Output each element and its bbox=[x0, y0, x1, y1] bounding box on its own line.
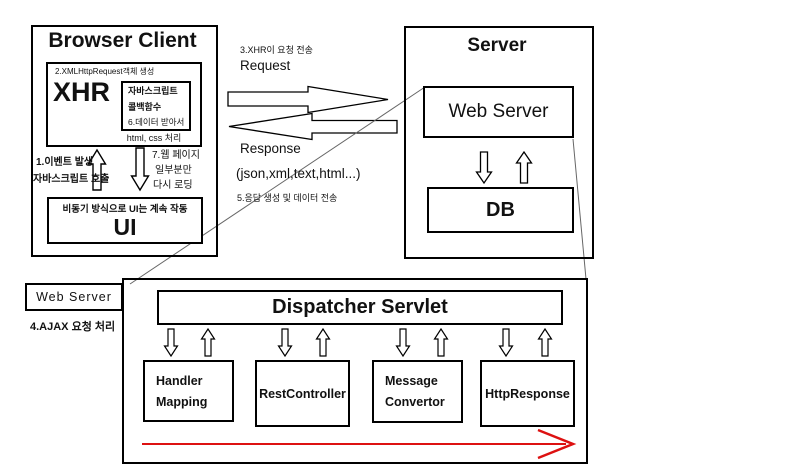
reload-note-line1: 7.웹 페이지 bbox=[152, 150, 200, 161]
request-step-note: 3.XHR이 요청 전송 bbox=[240, 45, 313, 55]
web-server-tag-box: Web Server bbox=[25, 283, 123, 311]
message-convertor-box: Message Convertor bbox=[372, 360, 463, 423]
response-formats: (json,xml,text,html...) bbox=[236, 166, 361, 181]
browser-client-panel bbox=[31, 25, 218, 257]
ui-box: 비동기 방식으로 UI는 계속 작동 UI bbox=[47, 197, 203, 244]
callout-line-left bbox=[129, 86, 426, 285]
callback-line: 콜백함수 bbox=[128, 102, 162, 112]
flow-arrow-head-icon bbox=[537, 428, 577, 460]
request-arrow-icon bbox=[227, 85, 389, 114]
rest-controller-box: RestController bbox=[255, 360, 350, 427]
component-label-line: RestController bbox=[259, 386, 346, 401]
up-arrow-icon bbox=[433, 327, 449, 357]
callback-line: 6.데이터 받아서 bbox=[128, 117, 185, 127]
ui-async-note: 비동기 방식으로 UI는 계속 작동 bbox=[62, 204, 188, 216]
event-note-line1: 1.이벤트 발생 bbox=[36, 157, 94, 168]
servlet-panel bbox=[122, 278, 588, 464]
http-response-box: HttpResponse bbox=[480, 360, 575, 427]
webserver-to-db-arrow-icon bbox=[475, 151, 493, 185]
dispatcher-servlet-label: Dispatcher Servlet bbox=[272, 296, 448, 318]
component-label-line: HttpResponse bbox=[485, 386, 570, 401]
reload-note-line2: 일부분만 bbox=[155, 165, 192, 176]
up-arrow-icon bbox=[315, 327, 331, 357]
reload-down-arrow-icon bbox=[130, 147, 150, 192]
browser-client-title: Browser Client bbox=[48, 29, 197, 52]
up-arrow-icon bbox=[537, 327, 553, 357]
dispatcher-component-arrows bbox=[163, 327, 553, 358]
ajax-handling-note: 4.AJAX 요청 처리 bbox=[30, 321, 116, 333]
down-arrow-icon bbox=[395, 328, 411, 358]
event-up-arrow-icon bbox=[87, 148, 107, 191]
server-panel bbox=[404, 26, 594, 259]
down-arrow-icon bbox=[163, 328, 179, 358]
response-label: Response bbox=[240, 141, 301, 156]
server-title: Server bbox=[467, 35, 527, 56]
down-arrow-icon bbox=[498, 328, 514, 358]
response-step-note: 5.응답 생성 및 데이터 전송 bbox=[237, 193, 338, 203]
ui-label: UI bbox=[113, 214, 137, 241]
component-label-line: Message bbox=[385, 374, 438, 388]
db-label: DB bbox=[486, 198, 515, 221]
component-label-line: Convertor bbox=[385, 395, 445, 409]
web-server-box: Web Server bbox=[423, 86, 574, 138]
up-arrow-icon bbox=[200, 327, 216, 357]
callback-line: 자바스크립트 bbox=[128, 86, 178, 96]
event-note-line2: 자바스크립트 호출 bbox=[33, 174, 110, 185]
callback-box: 자바스크립트 콜백함수 6.데이터 받아서 bbox=[121, 81, 191, 131]
response-arrow-icon bbox=[228, 112, 398, 141]
reload-note-line3: 다시 로딩 bbox=[153, 180, 193, 191]
db-box: DB bbox=[427, 187, 574, 233]
xhr-create-note: 2.XMLHttpRequest객체 생성 bbox=[55, 67, 155, 76]
db-to-webserver-arrow-icon bbox=[515, 150, 533, 184]
callout-line-right bbox=[572, 138, 587, 280]
component-label-line: Handler bbox=[156, 373, 203, 388]
dispatcher-servlet-box: Dispatcher Servlet bbox=[157, 290, 563, 325]
xhr-label: XHR bbox=[53, 77, 111, 107]
down-arrow-icon bbox=[277, 328, 293, 358]
web-server-label: Web Server bbox=[448, 101, 549, 122]
handler-mapping-box: Handler Mapping bbox=[143, 360, 234, 422]
web-server-tag-label: Web Server bbox=[36, 290, 112, 304]
component-label-line: Mapping bbox=[156, 394, 208, 409]
html-css-note: html, css 처리 bbox=[126, 133, 182, 143]
request-label: Request bbox=[240, 58, 291, 73]
